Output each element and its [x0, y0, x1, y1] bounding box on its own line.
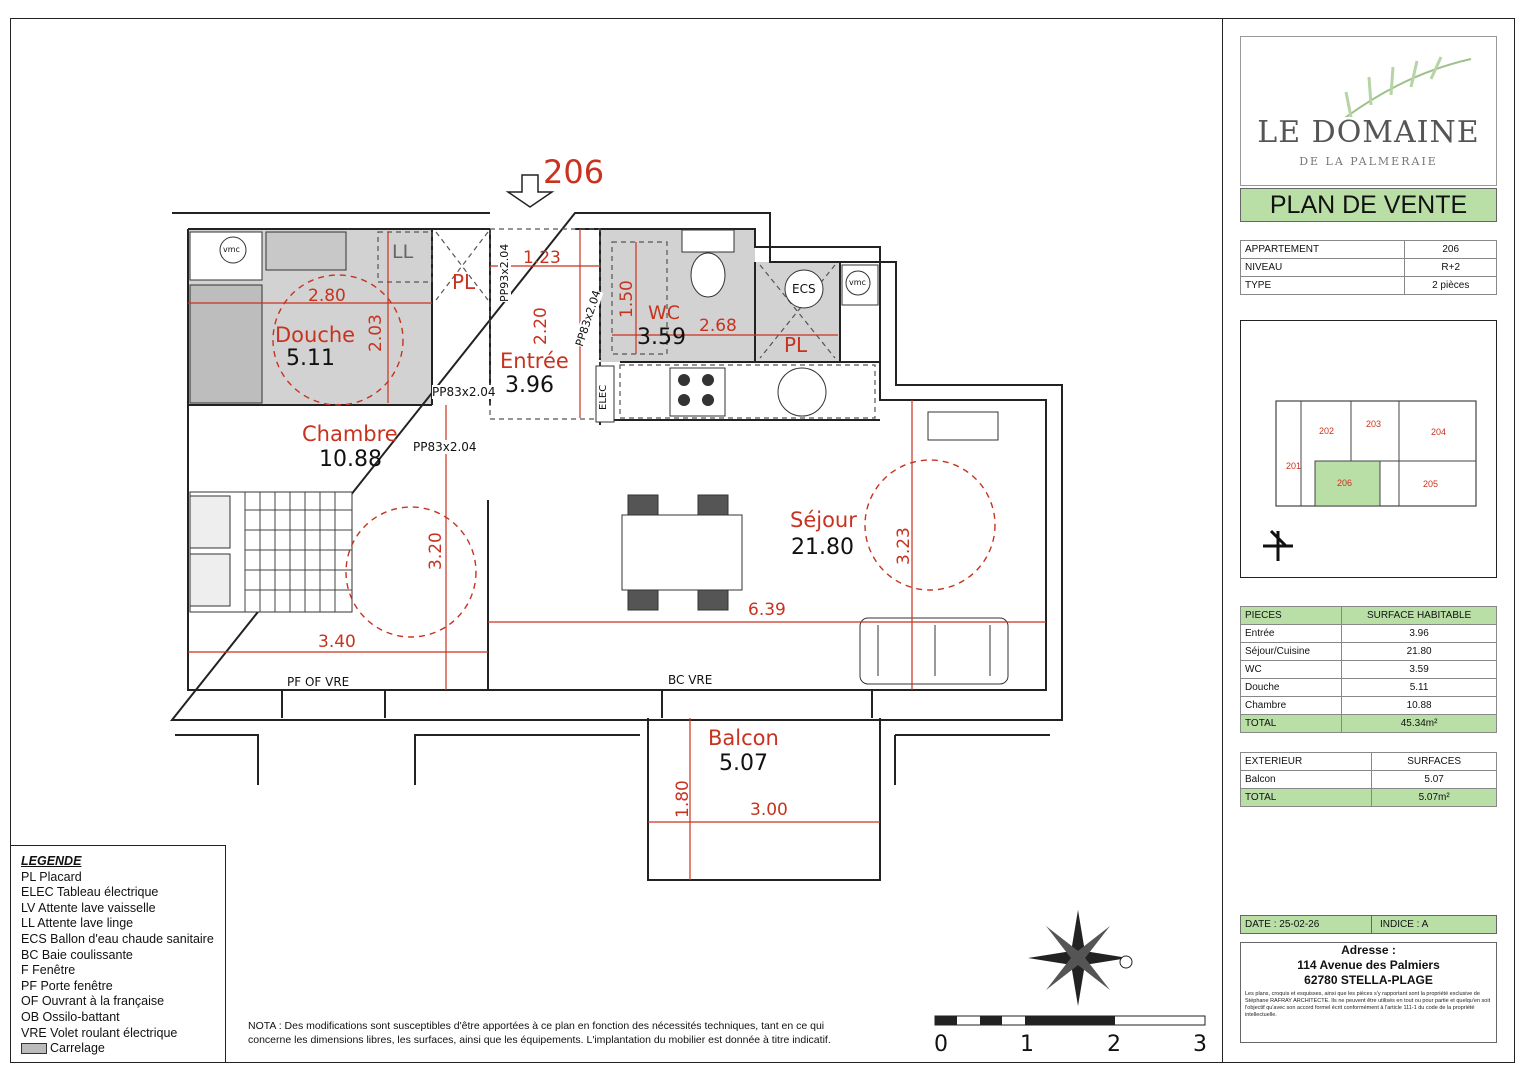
legend-item: PL Placard — [21, 869, 82, 884]
door-label: PP83x2.04 — [432, 385, 496, 399]
scale-mark: 0 — [934, 1032, 948, 1057]
dim-chambre-depth: 3.20 — [426, 532, 446, 570]
dim-entree-depth: 2.20 — [531, 307, 551, 345]
dim-entree-width: 1.23 — [523, 248, 561, 268]
legend-item: PF Porte fenêtre — [21, 978, 113, 993]
sofa-icon — [859, 617, 1009, 685]
plan-de-vente-heading: PLAN DE VENTE — [1240, 188, 1497, 222]
dimension-lines — [188, 229, 1046, 880]
legend-item: LL Attente lave linge — [21, 916, 134, 931]
room-area-balcon: 5.07 — [719, 751, 768, 776]
placard-label: PL — [784, 333, 808, 357]
toilet-icon — [690, 252, 726, 298]
project-logo: LE DOMAINE DE LA PALMERAIE — [1240, 36, 1497, 186]
scale-bar — [934, 1015, 1206, 1026]
vmc-label: vmc — [223, 245, 240, 254]
disclaimer: Les plans, croquis et esquisses, ainsi q… — [1245, 991, 1491, 1018]
indice-label: INDICE : A — [1371, 916, 1428, 933]
dim-sejour-width: 6.39 — [748, 600, 786, 620]
dim-wc-width: 1.50 — [617, 280, 637, 318]
scale-mark: 3 — [1193, 1032, 1207, 1057]
entrance-arrow-icon — [505, 174, 555, 208]
room-area-wc: 3.59 — [637, 325, 686, 350]
legend-item: OF Ouvrant à la française — [21, 994, 165, 1009]
legend-item-tile: Carrelage — [21, 1041, 215, 1057]
floor-plan — [169, 174, 1206, 1026]
dashed-elements — [377, 228, 876, 420]
vmc-label: vmc — [849, 278, 866, 287]
ecs-label: ECS — [792, 282, 816, 296]
room-label-chambre: Chambre — [302, 422, 398, 446]
walls — [169, 212, 1063, 881]
legend-item: ECS Ballon d'eau chaude sanitaire — [21, 931, 214, 946]
sheet-frame — [10, 18, 1515, 1063]
room-label-douche: Douche — [275, 323, 356, 347]
legend: LEGENDE PL Placard ELEC Tableau électriq… — [10, 845, 226, 1063]
legend-item: BC Baie coulissante — [21, 947, 133, 962]
date-indice: DATE : 25-02-26 INDICE : A — [1240, 915, 1497, 934]
room-label-sejour: Séjour — [790, 508, 857, 532]
dim-sejour-depth: 3.23 — [894, 527, 914, 565]
legend-item: ELEC Tableau électrique — [21, 885, 159, 900]
nota-text: NOTA : Des modifications sont susceptibl… — [248, 1020, 831, 1046]
ecs-tank-icon — [784, 269, 824, 309]
turning-circles — [272, 274, 996, 638]
door-label: PP83x2.04 — [413, 440, 477, 454]
window-label: PF OF VRE — [287, 675, 350, 689]
vmc-icon — [219, 236, 247, 264]
address-block: Adresse : 114 Avenue des Palmiers 62780 … — [1240, 942, 1497, 1043]
window-label: BC VRE — [668, 673, 713, 687]
elec-panel — [595, 365, 615, 423]
dim-balcon-width: 3.00 — [750, 800, 788, 820]
apartment-number: 206 — [543, 153, 605, 191]
legend-title: LEGENDE — [21, 854, 82, 868]
dim-douche-depth: 2.03 — [366, 314, 386, 352]
cooktop-icon — [669, 367, 726, 417]
scale-mark: 2 — [1107, 1032, 1121, 1057]
sink-icon — [777, 367, 827, 417]
legend-item: F Fenêtre — [21, 963, 76, 978]
room-area-sejour: 21.80 — [791, 535, 854, 560]
dim-wc-length: 2.68 — [699, 316, 737, 336]
shower-tray — [189, 284, 263, 404]
door-label: PP93x2.04 — [498, 243, 511, 302]
bed-icon — [189, 491, 353, 613]
legend-item: LV Attente lave vaisselle — [21, 900, 156, 915]
room-label-entree: Entrée — [500, 349, 569, 373]
dim-chambre-width: 3.40 — [318, 632, 356, 652]
room-area-chambre: 10.88 — [319, 447, 382, 472]
dim-douche-width: 2.80 — [308, 286, 346, 306]
sidebar-divider — [1222, 18, 1223, 1063]
logo-title: LE DOMAINE — [1257, 115, 1480, 150]
vmc-icon — [845, 270, 871, 296]
scale-mark: 1 — [1020, 1032, 1034, 1057]
legend-item: VRE Volet roulant électrique — [21, 1025, 178, 1040]
placard-label: PL — [452, 270, 476, 294]
washbasin — [265, 231, 347, 271]
logo-subtitle: DE LA PALMERAIE — [1299, 155, 1438, 168]
date-label: DATE : 25-02-26 — [1245, 919, 1320, 930]
room-label-balcon: Balcon — [708, 726, 779, 750]
tv-icon — [927, 411, 999, 441]
legend-item: OB Ossilo-battant — [21, 1009, 120, 1024]
room-label-wc: WC — [648, 302, 681, 324]
room-area-entree: 3.96 — [505, 373, 554, 398]
room-area-douche: 5.11 — [286, 346, 335, 371]
dim-balcon-depth: 1.80 — [673, 780, 693, 818]
dining-table-icon — [621, 494, 743, 611]
elec-label: ELEC — [598, 384, 609, 410]
ll-label: LL — [392, 241, 414, 263]
compass-icon — [1028, 910, 1133, 1006]
key-plan: 202 203 204 201 206 205 — [1240, 320, 1497, 578]
